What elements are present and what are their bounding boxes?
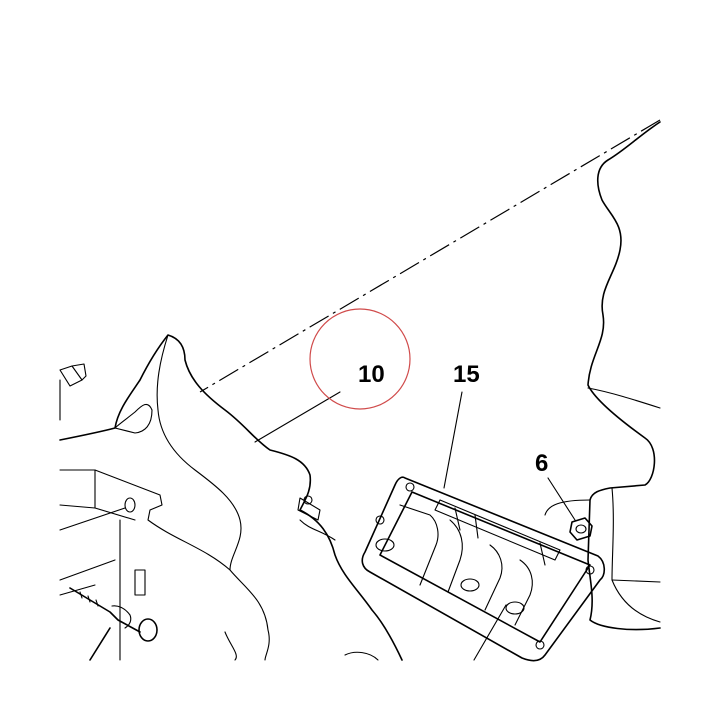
bracket-part-15 <box>361 476 606 662</box>
leader-line-bottom <box>473 604 507 661</box>
center-axis-line <box>199 119 661 393</box>
callout-6: 6 <box>535 450 548 477</box>
bolt <box>69 587 158 661</box>
nut-part-6 <box>569 517 593 541</box>
left-housing <box>59 334 403 661</box>
leader-line-15 <box>443 391 463 489</box>
link-pin <box>297 495 336 541</box>
highlight-circle <box>309 308 411 410</box>
callout-10: 10 <box>358 361 385 388</box>
right-body-panel <box>544 121 661 631</box>
edge-screw <box>59 363 87 387</box>
leader-line-6 <box>547 477 576 521</box>
callout-15: 15 <box>453 361 480 388</box>
leader-line-10 <box>254 391 341 443</box>
